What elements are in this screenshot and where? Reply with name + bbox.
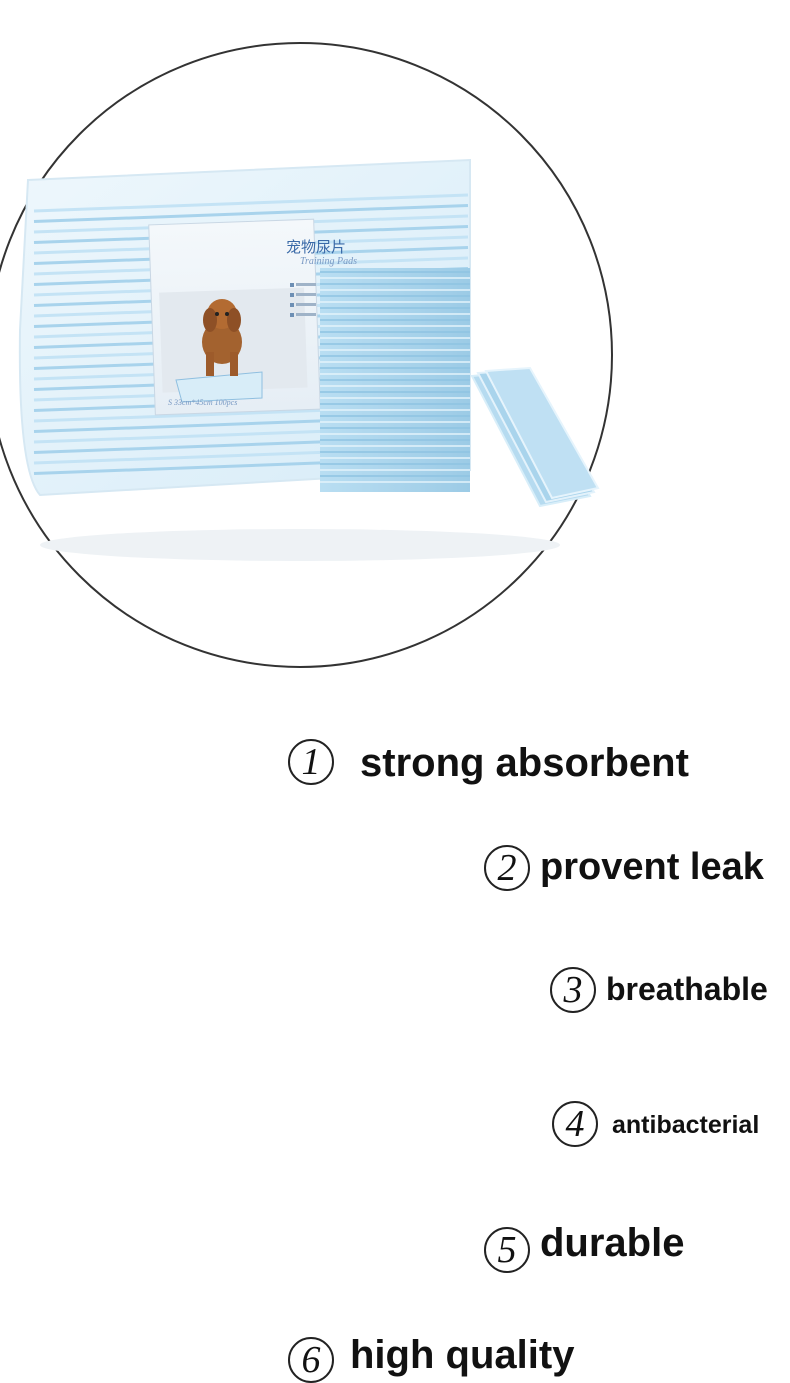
feature-5-label: durable: [540, 1221, 685, 1265]
feature-3-label: breathable: [606, 971, 768, 1007]
number-3-circle: 3: [550, 967, 596, 1013]
feature-6-label: high quality: [350, 1333, 575, 1377]
package-size: S 33cm*45cm 100pcs: [168, 398, 238, 407]
package-subtitle: Training Pads: [300, 256, 357, 267]
number-1-circle: 1: [288, 739, 334, 785]
feature-2-label: provent leak: [540, 846, 764, 888]
feature-4-label: antibacterial: [612, 1111, 760, 1139]
pet-pad-illustration: [0, 42, 613, 668]
number-5-circle: 5: [484, 1227, 530, 1273]
number-2-circle: 2: [484, 845, 530, 891]
dog-figure: [202, 299, 242, 376]
feature-ring: [0, 42, 613, 668]
pad-stack: [320, 268, 470, 492]
feature-1-label: strong absorbent: [360, 741, 689, 785]
product-image: 宠物尿片 Training Pads S 33cm*45cm 100pcs 1 …: [0, 42, 768, 1383]
number-6-circle: 6: [288, 1337, 334, 1383]
package-title: 宠物尿片: [286, 238, 347, 256]
leaning-pads: [470, 366, 600, 508]
number-4-circle: 4: [552, 1101, 598, 1147]
